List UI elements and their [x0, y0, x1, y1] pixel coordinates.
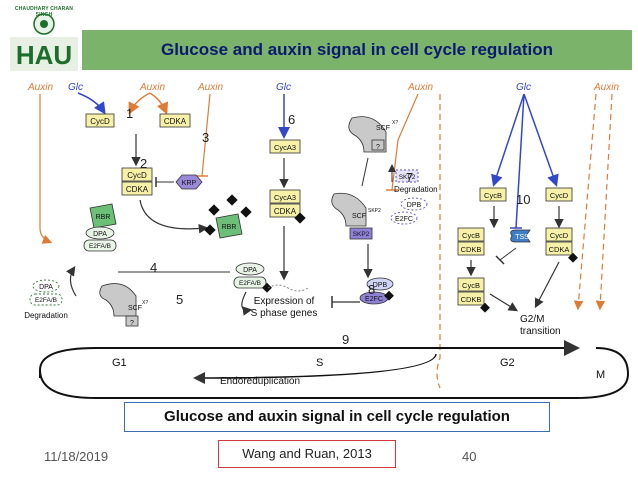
step-number-4: 4 [150, 260, 157, 275]
phase-g1: G1 [112, 357, 127, 369]
auxin-label-1: Auxin [27, 82, 53, 93]
scf-complex-left: ? SCF X? [99, 283, 148, 327]
scf-sup-skp2: SKP2 [368, 208, 381, 214]
protein-skp2-2: SKP2 [399, 174, 416, 181]
step-number-6: 6 [288, 112, 295, 127]
step-number-3: 3 [202, 130, 209, 145]
protein-dpb-2: DPB [373, 282, 388, 289]
slide-header: CHAUDHARY CHARAN SINGH HAU Glucose and a… [0, 0, 638, 76]
protein-e2fab-2: E2FA/B [239, 280, 261, 287]
scf-label-skp2: SCF [352, 213, 366, 220]
protein-cycb-1: CycB [484, 191, 502, 200]
glc-label-2: Glc [276, 82, 291, 93]
step-number-10: 10 [516, 192, 530, 207]
logo-caption: CHAUDHARY CHARAN SINGH [14, 6, 74, 18]
protein-cycd-4: CycD [550, 231, 569, 240]
figure-caption: Glucose and auxin signal in cell cycle r… [124, 402, 550, 432]
protein-cyca3-1: CycA3 [274, 143, 296, 152]
cell-cycle-figure: Auxin Glc Auxin Auxin Glc Auxin Glc Auxi… [16, 78, 638, 408]
university-logo: CHAUDHARY CHARAN SINGH HAU [6, 4, 82, 74]
degradation-label-1: Degradation [24, 311, 68, 320]
page-number: 40 [462, 449, 477, 464]
endoreduplication-label: Endoreduplication [220, 376, 300, 387]
scf-sup-left: X? [142, 300, 148, 306]
auxin-label-5: Auxin [593, 82, 619, 93]
protein-cdka-4: CDKA [549, 245, 570, 254]
protein-dpa-3: DPA [39, 284, 53, 291]
scf-sup-top: X? [392, 120, 398, 126]
g2m-label-1: G2/M [520, 314, 544, 325]
phase-g2: G2 [500, 357, 515, 369]
glc-label-3: Glc [516, 82, 531, 93]
phase-m: M [596, 369, 605, 381]
protein-dpa-2: DPA [243, 267, 257, 274]
scf-complex-top: ? SCF X? [348, 116, 398, 153]
footer-date: 11/18/2019 [44, 449, 109, 464]
protein-cycd-1: CycD [90, 117, 110, 126]
glc-label-1: Glc [68, 82, 83, 93]
protein-krp: KRP [182, 180, 197, 187]
scf-label-left: SCF [128, 305, 142, 312]
scf-label-top: SCF [376, 125, 390, 132]
protein-cycd-2: CycD [127, 171, 147, 180]
protein-dpa-1: DPA [93, 231, 107, 238]
auxin-label-4: Auxin [407, 82, 433, 93]
protein-cdka-3: CDKA [274, 207, 297, 216]
expression-line-2: S phase genes [251, 308, 318, 319]
step-number-9: 9 [342, 332, 349, 347]
title-banner: Glucose and auxin signal in cell cycle r… [82, 30, 632, 70]
degradation-label-2: Degradation [394, 185, 438, 194]
protein-cycb-3: CycB [462, 281, 480, 290]
footer-citation: Wang and Ruan, 2013 [218, 440, 396, 468]
protein-tss: TSS [515, 234, 529, 241]
protein-e2fab-1: E2FA/B [89, 243, 111, 250]
protein-rbr-2: RBR [222, 224, 237, 231]
protein-cdkb-1: CDKB [461, 245, 482, 254]
g2m-label-2: transition [520, 326, 561, 337]
protein-cycb-2: CycB [462, 231, 480, 240]
page-title: Glucose and auxin signal in cell cycle r… [160, 40, 554, 59]
phase-s: S [316, 357, 323, 369]
protein-e2fab-3: E2FA/B [35, 297, 57, 304]
scf-complex-skp2: SKP2 SCF SKP2 [331, 192, 381, 240]
protein-e2fc-2: E2FC [365, 296, 383, 303]
protein-rbr-1: RBR [96, 214, 111, 221]
protein-skp2-1: SKP2 [353, 231, 370, 238]
logo-emblem: HAU [10, 13, 78, 71]
step-number-7: 7 [406, 170, 413, 185]
protein-dpb-1: DPB [407, 202, 422, 209]
step-number-1: 1 [126, 106, 133, 121]
step-number-2: 2 [140, 156, 147, 171]
cell-cycle-diagram: Auxin Glc Auxin Auxin Glc Auxin Glc Auxi… [24, 82, 630, 399]
auxin-label-2: Auxin [139, 82, 165, 93]
protein-cdkb-2: CDKB [461, 295, 482, 304]
protein-e2fc-1: E2FC [395, 216, 413, 223]
auxin-label-3: Auxin [197, 82, 223, 93]
protein-cycd-3: CycD [550, 191, 569, 200]
scf-q-top: ? [376, 144, 380, 151]
step-number-8: 8 [368, 282, 375, 297]
step-number-5: 5 [176, 292, 183, 307]
logo-letters: HAU [16, 40, 72, 70]
expression-line-1: Expression of [254, 296, 315, 307]
scf-q-left: ? [130, 320, 134, 327]
protein-cdka-1: CDKA [164, 117, 187, 126]
protein-cdka-2: CDKA [126, 185, 149, 194]
protein-cyca3-2: CycA3 [274, 193, 296, 202]
